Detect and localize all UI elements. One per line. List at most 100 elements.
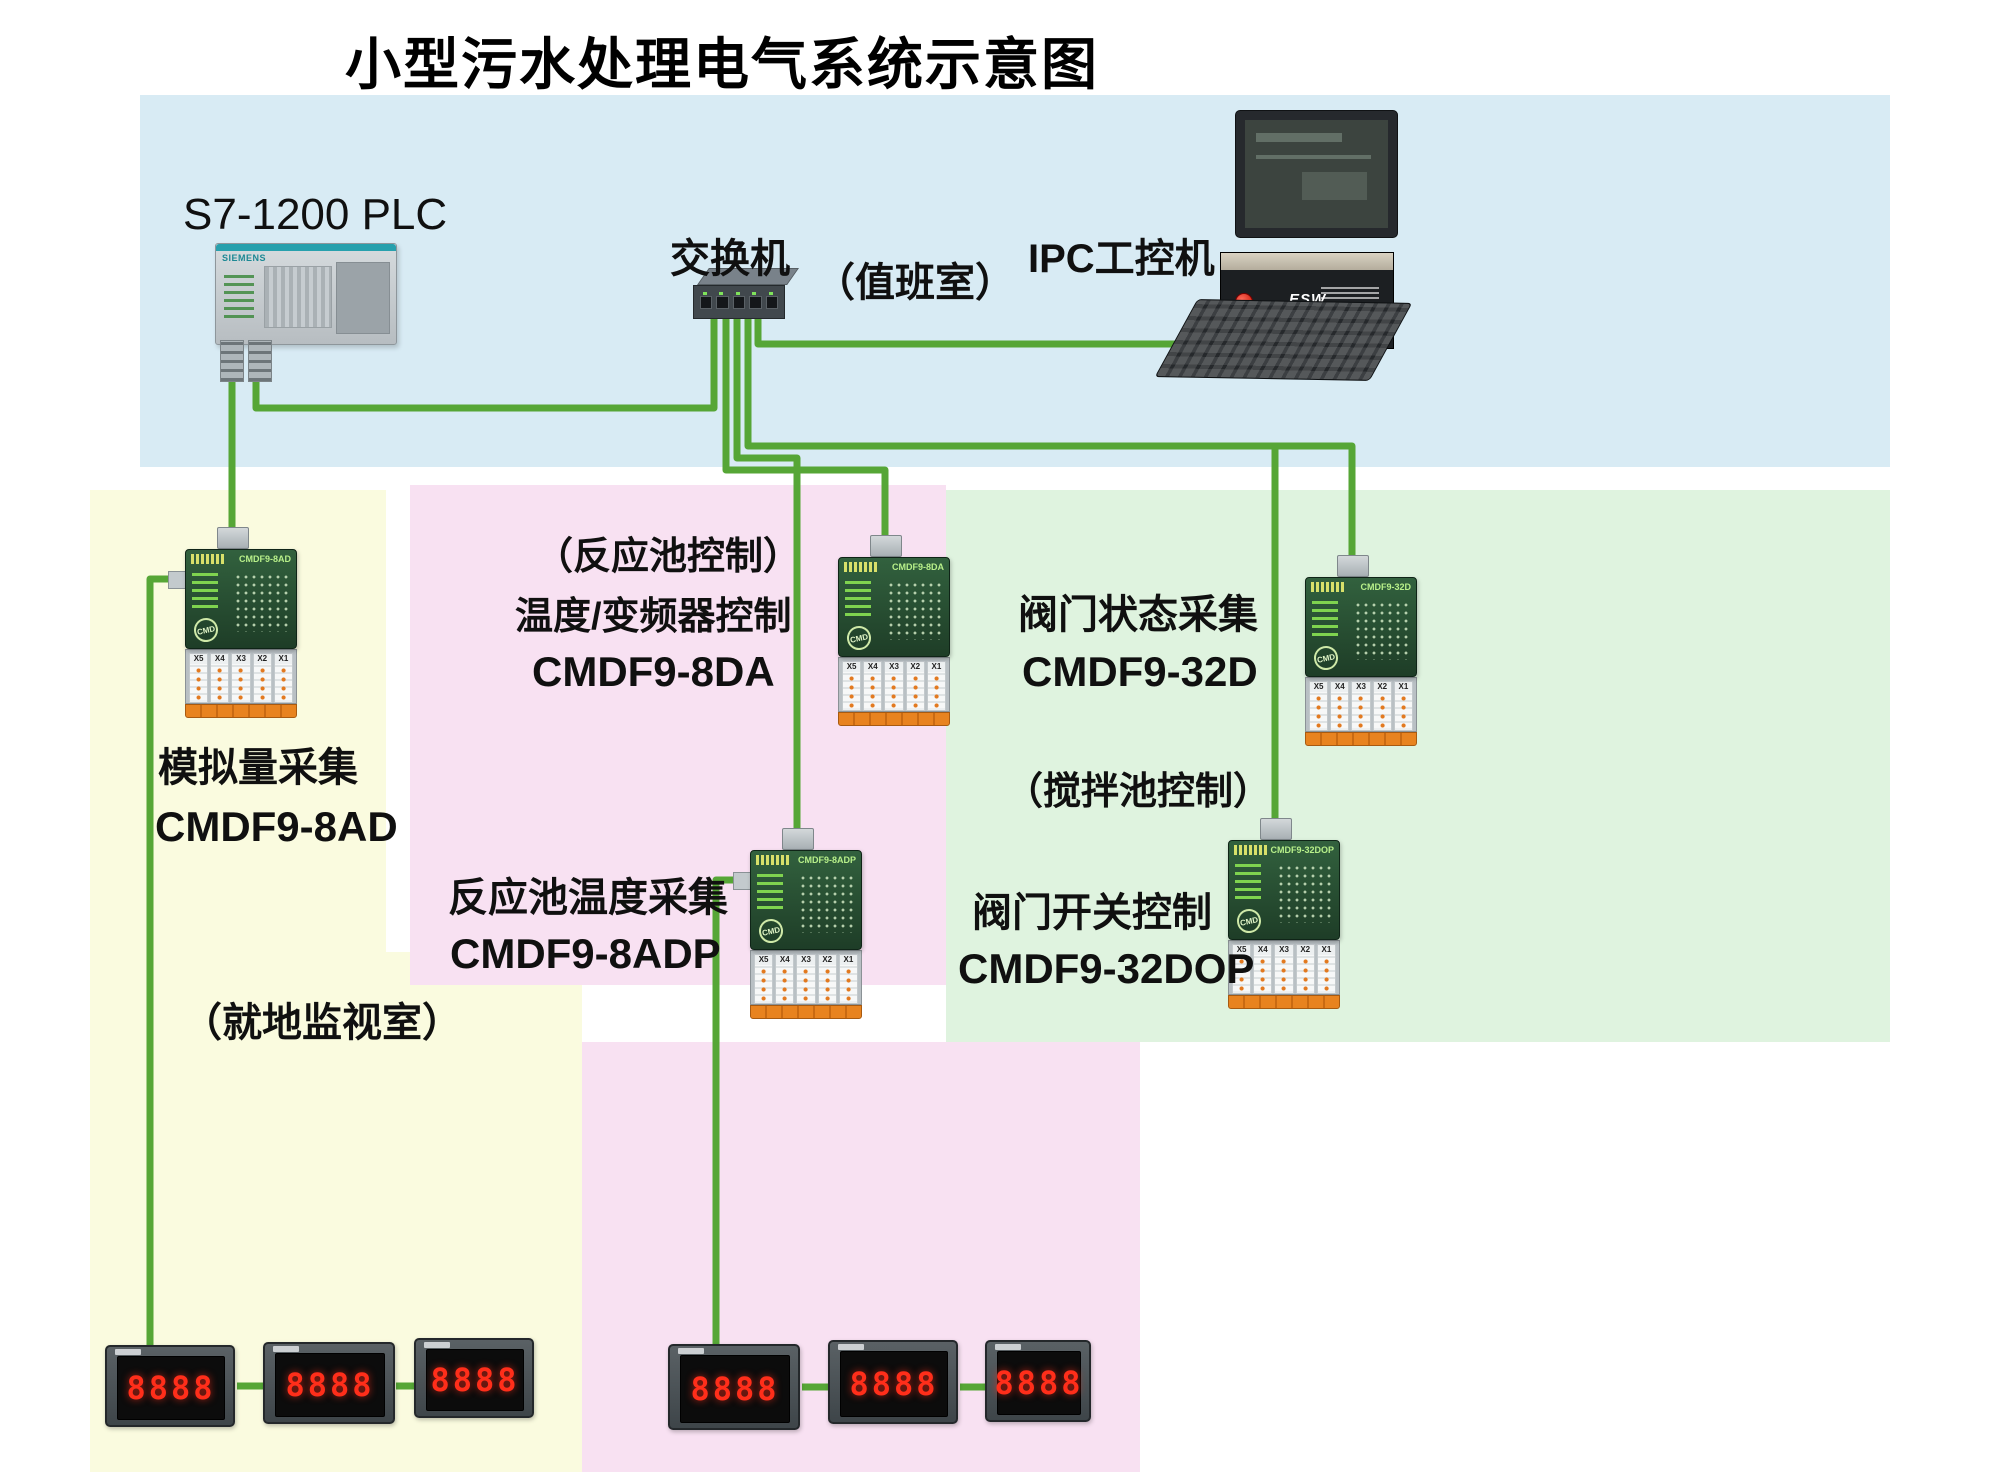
terminal-blocks: X5 X4 X3 X2 X1 <box>750 950 862 1005</box>
terminal-column: X5 <box>842 661 862 711</box>
terminal-column: X2 <box>905 661 925 711</box>
analog-function-label: 模拟量采集 <box>158 746 358 790</box>
bus-connector-top <box>870 535 902 557</box>
bus-connector-top <box>217 527 249 549</box>
terminal-column: X1 <box>926 661 947 711</box>
module-pin-grid <box>800 875 856 933</box>
terminal-column: X4 <box>210 653 230 703</box>
module-pin-grid <box>235 574 291 632</box>
plc-accent-strip <box>216 244 396 251</box>
terminal-column: X1 <box>838 954 859 1004</box>
module-pin-grid <box>1355 602 1411 660</box>
meter-display: 8888 <box>275 1353 385 1417</box>
ipc-computer: ESW <box>1154 105 1413 395</box>
terminal-blocks: X5 X4 X3 X2 X1 <box>1228 940 1340 995</box>
cmd-logo: CMD <box>191 615 221 645</box>
wire-connector-row <box>1305 732 1417 746</box>
switch-front-face <box>693 285 785 319</box>
mixing-control-label: （搅拌池控制） <box>1005 771 1272 813</box>
io-module-cmdf9-8ad: CMDF9-8AD CMD X5 X4 X3 X2 X1 <box>168 527 297 718</box>
ipc-monitor <box>1235 110 1398 238</box>
switch-port <box>765 291 779 309</box>
meter-label-sticker <box>838 1344 864 1350</box>
meter-display: 8888 <box>994 1351 1081 1415</box>
meter-display: 8888 <box>840 1351 948 1417</box>
wire-connector-row <box>750 1005 862 1019</box>
cable-8ad-to-left-meters <box>146 575 190 1352</box>
wire-connector-row <box>185 704 297 718</box>
network-switch-device <box>693 268 799 319</box>
terminal-column: X2 <box>252 653 272 703</box>
panel-meter: 8888 <box>668 1344 800 1430</box>
terminal-column: X2 <box>817 954 837 1004</box>
reaction-model2-label: CMDF9-8ADP <box>450 930 721 977</box>
bus-connector-top <box>782 828 814 850</box>
bus-connector-top <box>1337 555 1369 577</box>
meter-label-sticker <box>424 1342 450 1348</box>
switch-port <box>732 291 746 309</box>
wire-connector-row <box>1228 995 1340 1009</box>
terminal-blocks: X5 X4 X3 X2 X1 <box>1305 677 1417 732</box>
terminal-column: X4 <box>1330 681 1350 731</box>
ipc-label: IPC工控机 <box>1028 237 1215 281</box>
module-model-text: CMDF9-8DA <box>891 562 944 572</box>
io-module-cmdf9-32d: CMDF9-32D CMD X5 X4 X3 X2 X1 <box>1305 555 1417 746</box>
meter-label-sticker <box>273 1346 299 1352</box>
ipc-panel-text-marks <box>1321 285 1379 299</box>
switch-port <box>700 291 713 309</box>
diagram-title: 小型污水处理电气系统示意图 <box>345 33 1099 96</box>
module-face: CMDF9-8ADP CMD <box>750 850 862 950</box>
cable-switch-to-32d <box>744 318 1356 580</box>
panel-meter: 8888 <box>263 1342 395 1424</box>
module-status-leds <box>757 873 783 909</box>
module-model-text: CMDF9-8ADP <box>797 855 856 865</box>
cmd-logo: CMD <box>844 623 874 653</box>
switch-label: 交换机 <box>670 237 790 281</box>
terminal-column: X1 <box>273 653 294 703</box>
meter-label-sticker <box>678 1348 704 1354</box>
io-module-cmdf9-8adp: CMDF9-8ADP CMD X5 X4 X3 X2 X1 <box>733 828 862 1019</box>
analog-model-label: CMDF9-8AD <box>155 803 398 850</box>
module-status-leds <box>1235 863 1261 899</box>
terminal-column: X4 <box>863 661 883 711</box>
terminal-column: X4 <box>1253 944 1273 994</box>
terminal-column: X5 <box>1309 681 1329 731</box>
module-model-text: CMDF9-8AD <box>238 554 291 564</box>
terminal-column: X5 <box>754 954 774 1004</box>
ipc-screen <box>1245 120 1388 228</box>
module-model-text: CMDF9-32DOP <box>1270 845 1334 855</box>
terminal-column: X2 <box>1372 681 1392 731</box>
module-face: CMDF9-8AD CMD <box>185 549 297 649</box>
bus-connector-top <box>1260 818 1292 840</box>
terminal-blocks: X5 X4 X3 X2 X1 <box>185 649 297 704</box>
module-status-leds <box>1312 600 1338 636</box>
ipc-keyboard <box>1154 299 1413 381</box>
terminal-column: X1 <box>1393 681 1414 731</box>
switch-port <box>749 291 762 309</box>
reaction-function-label: 温度/变频器控制 <box>515 596 792 638</box>
module-pin-grid <box>1278 865 1334 923</box>
switch-port <box>716 291 729 309</box>
meter-display: 8888 <box>117 1356 225 1420</box>
meter-label-sticker <box>115 1349 141 1355</box>
cable-switch-to-8adp <box>733 318 801 850</box>
plc-device: SIEMENS <box>215 243 397 382</box>
cmd-logo: CMD <box>1311 643 1341 673</box>
meter-label-sticker <box>995 1344 1021 1350</box>
terminal-column: X3 <box>796 954 816 1004</box>
plc-bus-connectors <box>220 340 272 382</box>
terminal-column: X4 <box>775 954 795 1004</box>
module-brand-marks <box>756 855 790 865</box>
cable-8adp-to-mid-meters <box>712 876 752 1350</box>
wire-connector-row <box>838 712 950 726</box>
module-face: CMDF9-32D CMD <box>1305 577 1417 677</box>
valve-model2-label: CMDF9-32DOP <box>958 945 1255 992</box>
cable-plc-to-switch <box>252 318 718 412</box>
local-monitor-room-label: （就地监视室） <box>182 1001 462 1045</box>
module-status-leds <box>845 580 871 616</box>
valve-function-label: 阀门状态采集 <box>1018 593 1258 637</box>
module-model-text: CMDF9-32D <box>1360 582 1411 592</box>
meter-display: 8888 <box>426 1349 524 1411</box>
io-module-cmdf9-32dop: CMDF9-32DOP CMD X5 X4 X3 X2 X1 <box>1228 818 1340 1009</box>
